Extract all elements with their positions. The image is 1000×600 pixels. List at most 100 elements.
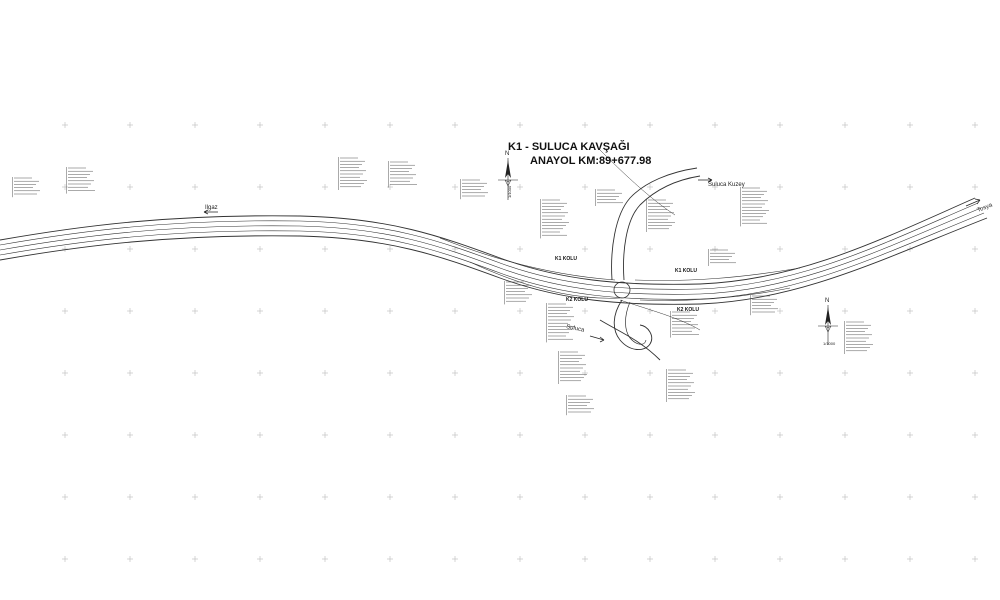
grid-tick xyxy=(712,494,718,500)
north-survey-line xyxy=(599,149,676,216)
arrow-right-icon xyxy=(698,177,713,183)
grid-tick xyxy=(712,122,718,128)
grid-tick xyxy=(582,308,588,314)
grid-tick xyxy=(127,556,133,562)
grid-tick xyxy=(62,308,68,314)
grid-tick xyxy=(257,370,263,376)
grid-tick xyxy=(907,122,913,128)
grid-tick xyxy=(192,184,198,190)
grid-tick xyxy=(452,308,458,314)
north-arrow-2-scale: 1/1000 xyxy=(823,341,836,346)
grid-tick xyxy=(712,432,718,438)
grid-tick xyxy=(582,122,588,128)
grid-tick xyxy=(127,370,133,376)
grid-tick xyxy=(387,432,393,438)
drawing-subtitle: ANAYOL KM:89+677.98 xyxy=(530,155,651,167)
grid-tick xyxy=(907,370,913,376)
grid-tick xyxy=(452,122,458,128)
grid-tick xyxy=(777,246,783,252)
grid-tick xyxy=(712,308,718,314)
grid-tick xyxy=(62,432,68,438)
grid-tick xyxy=(842,184,848,190)
k2-slip-east xyxy=(639,287,791,301)
grid-tick xyxy=(647,556,653,562)
grid-tick xyxy=(387,308,393,314)
grid-tick xyxy=(777,122,783,128)
main-road xyxy=(0,197,988,305)
survey-table xyxy=(558,351,587,384)
grid-tick xyxy=(517,432,523,438)
survey-table xyxy=(708,249,736,266)
grid-tick xyxy=(322,246,328,252)
south-loop-inner xyxy=(625,301,647,345)
grid-tick xyxy=(907,556,913,562)
north-branch-edge-1 xyxy=(611,167,698,281)
grid-tick xyxy=(647,370,653,376)
grid-tick xyxy=(582,184,588,190)
k1-slip-east xyxy=(634,267,801,281)
grid-tick xyxy=(127,432,133,438)
grid-tick xyxy=(712,556,718,562)
grid-tick xyxy=(647,494,653,500)
grid-tick xyxy=(387,370,393,376)
grid-tick xyxy=(582,432,588,438)
grid-tick xyxy=(322,370,328,376)
north-arrow-1-tail xyxy=(504,179,512,187)
grid-tick xyxy=(647,308,653,314)
annotation-blocks xyxy=(12,157,873,416)
north-arrow-2: N 1/1000 xyxy=(818,298,838,346)
label-k1-kolu-west: K1 KOLU xyxy=(555,256,577,262)
grid-tick xyxy=(257,184,263,190)
grid-tick xyxy=(62,122,68,128)
grid-tick xyxy=(452,370,458,376)
survey-table xyxy=(66,167,95,194)
survey-table xyxy=(388,161,417,188)
grid-tick xyxy=(62,494,68,500)
label-k2-kolu-east: K2 KOLU xyxy=(677,307,699,313)
grid-tick xyxy=(647,184,653,190)
direction-tosya: Tosya xyxy=(977,202,994,214)
grid-tick xyxy=(452,184,458,190)
grid-tick xyxy=(712,184,718,190)
grid-tick xyxy=(387,184,393,190)
grid-tick xyxy=(127,308,133,314)
grid-tick xyxy=(387,246,393,252)
grid-tick xyxy=(842,308,848,314)
grid-tick xyxy=(192,432,198,438)
grid-tick xyxy=(517,246,523,252)
grid-tick xyxy=(647,246,653,252)
survey-table xyxy=(844,321,873,354)
grid-tick xyxy=(582,246,588,252)
grid-tick xyxy=(257,246,263,252)
grid-tick xyxy=(62,246,68,252)
grid-tick xyxy=(322,432,328,438)
grid-tick xyxy=(907,494,913,500)
grid-tick xyxy=(972,122,978,128)
grid-tick xyxy=(192,370,198,376)
grid-tick xyxy=(777,556,783,562)
grid-tick xyxy=(777,308,783,314)
survey-table xyxy=(12,177,40,198)
survey-table xyxy=(595,189,623,206)
grid-tick xyxy=(972,370,978,376)
direction-suluca: Suluca xyxy=(566,324,586,334)
grid-tick xyxy=(842,122,848,128)
grid-tick xyxy=(972,494,978,500)
north-branch-edge-2 xyxy=(623,175,701,281)
grid-tick xyxy=(907,184,913,190)
south-loop-road xyxy=(599,299,701,361)
direction-suluca-kuzey: Suluca Kuzey xyxy=(708,182,745,188)
survey-table xyxy=(740,187,769,227)
north-arrow-1-scale: 1/1000 xyxy=(507,185,512,198)
arrow-right-icon xyxy=(965,198,981,207)
drawing-title: K1 - SULUCA KAVŞAĞI xyxy=(508,140,630,153)
grid-tick xyxy=(62,556,68,562)
grid-tick xyxy=(582,556,588,562)
grid-tick xyxy=(452,432,458,438)
grid-tick xyxy=(387,556,393,562)
main-road-edge-south xyxy=(0,217,988,305)
grid-tick xyxy=(127,494,133,500)
arrow-left-icon xyxy=(203,209,218,215)
south-connector xyxy=(619,299,701,331)
grid-tick xyxy=(127,246,133,252)
